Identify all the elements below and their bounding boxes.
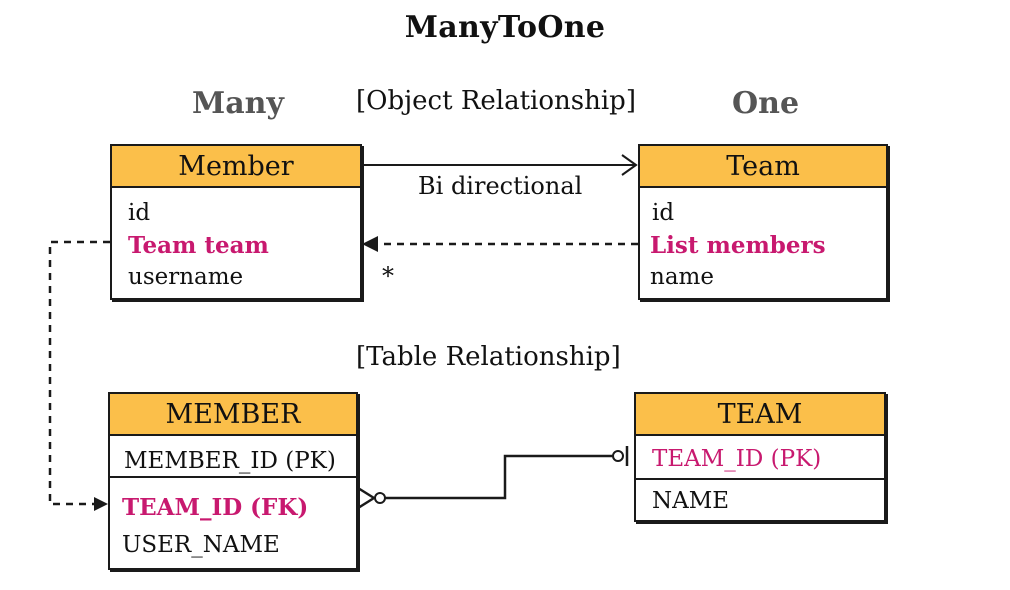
crowfoot-circle [374, 492, 386, 504]
team-entity-header: Team [640, 146, 886, 188]
crowfoot-top [357, 486, 375, 500]
member-table-username: USER_NAME [122, 532, 280, 558]
multiplicity-label: * [382, 262, 394, 290]
table-relationship-label: [Table Relationship] [356, 342, 621, 372]
member-field-id: id [128, 200, 151, 226]
team-side-circle [612, 450, 624, 462]
team-field-name: name [650, 264, 714, 290]
member-table-divider [110, 476, 356, 478]
erd-relation-line [384, 454, 620, 500]
mapped-by-arrowhead [362, 236, 378, 252]
one-label: One [732, 86, 800, 121]
team-field-id: id [652, 200, 675, 226]
member-field-team: Team team [128, 232, 269, 259]
member-table-pk: MEMBER_ID (PK) [124, 448, 336, 474]
team-entity-box: Team id List members name [638, 144, 888, 300]
member-table-box: MEMBER MEMBER_ID (PK) TEAM_ID (FK) USER_… [108, 392, 358, 570]
member-entity-box: Member id Team team username [110, 144, 362, 300]
member-table-fk: TEAM_ID (FK) [122, 494, 309, 521]
object-relationship-label: [Object Relationship] [356, 86, 636, 116]
team-table-pk: TEAM_ID (PK) [652, 446, 822, 472]
member-entity-header: Member [112, 146, 360, 188]
diagram-title: ManyToOne [404, 10, 606, 45]
bidirectional-arrowhead [621, 154, 638, 176]
fk-mapping-arrowhead [94, 497, 108, 511]
member-field-username: username [128, 264, 244, 290]
fk-mapping-line [48, 240, 110, 506]
team-table-divider [636, 478, 884, 480]
team-table-box: TEAM TEAM_ID (PK) NAME [634, 392, 886, 522]
member-table-header: MEMBER [110, 394, 356, 436]
bi-directional-label: Bi directional [418, 172, 583, 200]
team-table-name: NAME [652, 488, 730, 514]
team-table-header: TEAM [636, 394, 884, 436]
team-field-members: List members [650, 232, 826, 259]
crowfoot-bottom [357, 496, 375, 510]
many-label: Many [192, 86, 284, 121]
